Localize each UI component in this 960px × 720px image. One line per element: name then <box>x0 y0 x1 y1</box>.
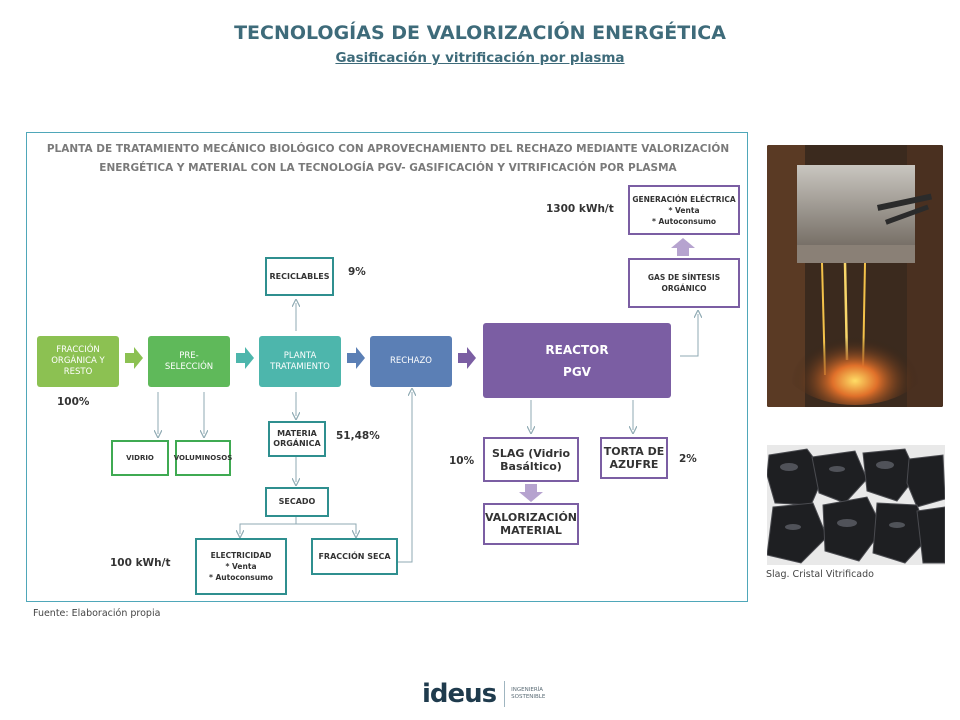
connector-to-gas <box>680 314 698 357</box>
label-100-kwh: 100 kWh/t <box>110 557 171 569</box>
node-torta-azufre: TORTA DE AZUFRE <box>600 437 668 479</box>
logo-tagline-line2: SOSTENIBLE <box>511 694 546 700</box>
connector-to-fraccion-seca <box>296 523 356 534</box>
reactor-label: REACTOR <box>545 342 609 357</box>
flow-arrow-4 <box>458 347 476 369</box>
slag-photo-image <box>767 445 945 565</box>
reactor-photo-image <box>767 145 943 407</box>
label-9-percent: 9% <box>348 266 366 278</box>
logo-wordmark: ideus <box>422 679 497 709</box>
slag-caption: Slag. Cristal Vitrificado <box>766 569 874 580</box>
flow-arrow-slag-down <box>519 484 543 502</box>
page-title: TECNOLOGÍAS DE VALORIZACIÓN ENERGÉTICA <box>234 22 726 44</box>
logo-tagline: INGENIERÍA SOSTENIBLE <box>511 687 545 701</box>
node-slag: SLAG (Vidrio Basáltico) <box>483 437 579 482</box>
diagram-heading-line1: PLANTA DE TRATAMIENTO MECÁNICO BIOLÓGICO… <box>46 143 730 155</box>
flow-arrow-gas-up <box>671 238 695 256</box>
ideus-logo: ideus INGENIERÍA SOSTENIBLE <box>422 676 545 712</box>
node-gas-sintesis: GAS DE SÍNTESIS ORGÁNICO <box>628 258 740 308</box>
label-2-percent: 2% <box>679 453 697 465</box>
node-rechazo: RECHAZO <box>370 336 452 387</box>
node-voluminosos: VOLUMINOSOS <box>174 440 232 476</box>
node-planta-tratamiento: PLANTA TRATAMIENTO <box>259 336 341 387</box>
node-materia-organica: MATERIA ORGÁNICA <box>268 421 326 457</box>
connector-fraccion-seca-to-rechazo <box>398 392 412 563</box>
node-preseleccion: PRE- SELECCIÓN <box>148 336 230 387</box>
node-valorizacion-material: VALORIZACIÓN MATERIAL <box>483 503 579 545</box>
connector-to-electricidad <box>240 516 297 534</box>
logo-tagline-line1: INGENIERÍA <box>511 687 544 693</box>
diagram-frame <box>26 132 748 602</box>
diagram-heading: PLANTA DE TRATAMIENTO MECÁNICO BIOLÓGICO… <box>30 140 746 178</box>
node-reactor-pgv: REACTOR PGV <box>483 323 671 398</box>
flow-arrow-1 <box>125 347 143 369</box>
label-5148-percent: 51,48% <box>336 430 380 442</box>
label-1300-kwh: 1300 kWh/t <box>546 203 614 215</box>
label-10-percent: 10% <box>449 455 475 467</box>
slag-photo <box>767 445 945 565</box>
node-reciclables: RECICLABLES <box>265 257 334 296</box>
logo-divider <box>504 681 506 707</box>
node-fraccion-seca: FRACCIÓN SECA <box>311 538 398 575</box>
reactor-sublabel: PGV <box>563 364 591 379</box>
source-note: Fuente: Elaboración propia <box>33 608 161 619</box>
diagram-heading-line2: ENERGÉTICA Y MATERIAL CON LA TECNOLOGÍA … <box>99 162 677 174</box>
node-fraccion-organica: FRACCIÓN ORGÁNICA Y RESTO <box>37 336 119 387</box>
flow-arrow-3 <box>347 347 365 369</box>
node-electricidad: ELECTRICIDAD * Venta * Autoconsumo <box>195 538 287 595</box>
label-100-percent: 100% <box>57 396 90 408</box>
flow-arrow-2 <box>236 347 254 369</box>
node-generacion-electrica: GENERACIÓN ELÉCTRICA * Venta * Autoconsu… <box>628 185 740 235</box>
reactor-photo <box>767 145 943 407</box>
page-subtitle: Gasificación y vitrificación por plasma <box>335 50 625 66</box>
node-secado: SECADO <box>265 487 329 517</box>
node-vidrio: VIDRIO <box>111 440 169 476</box>
